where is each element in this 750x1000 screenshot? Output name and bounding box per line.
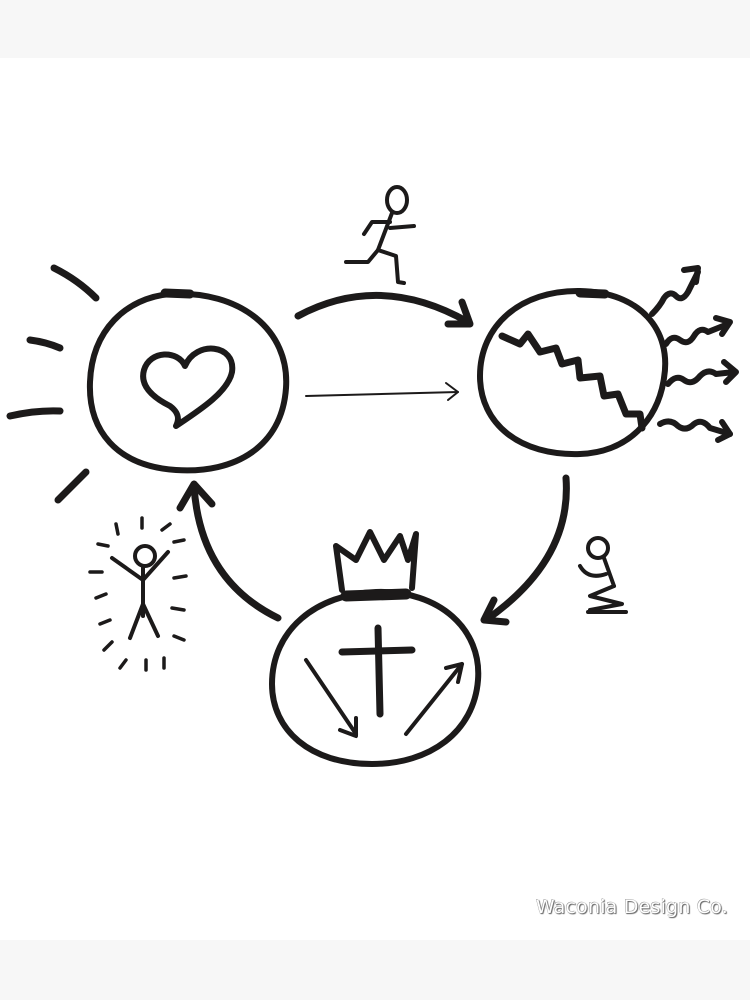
glow-lines bbox=[88, 516, 188, 672]
running-stick-figure bbox=[344, 185, 416, 285]
watermark-text: Waconia Design Co. bbox=[535, 896, 728, 918]
kneeling-stick-figure bbox=[578, 536, 628, 614]
top-band bbox=[0, 0, 750, 58]
broken-circle bbox=[477, 287, 669, 458]
bottom-band bbox=[0, 940, 750, 1000]
zigzag-crack bbox=[498, 330, 646, 432]
crown bbox=[333, 529, 419, 593]
squiggly-arrows bbox=[649, 265, 739, 443]
inner-arrows bbox=[304, 658, 464, 738]
heart-to-broken-curved-arrow bbox=[294, 292, 474, 328]
rejoicing-stick-figure bbox=[110, 544, 170, 640]
cross-icon bbox=[338, 624, 416, 718]
heart-circle bbox=[86, 288, 290, 474]
sun-rays bbox=[6, 264, 100, 504]
heart-to-broken-straight-arrow bbox=[305, 382, 459, 401]
gospel-cycle-artwork bbox=[0, 58, 750, 940]
broken-to-crowned-arrow bbox=[480, 474, 570, 626]
crowned-circle bbox=[269, 588, 482, 767]
heart-icon bbox=[140, 345, 236, 429]
crowned-to-heart-arrow bbox=[176, 480, 282, 622]
